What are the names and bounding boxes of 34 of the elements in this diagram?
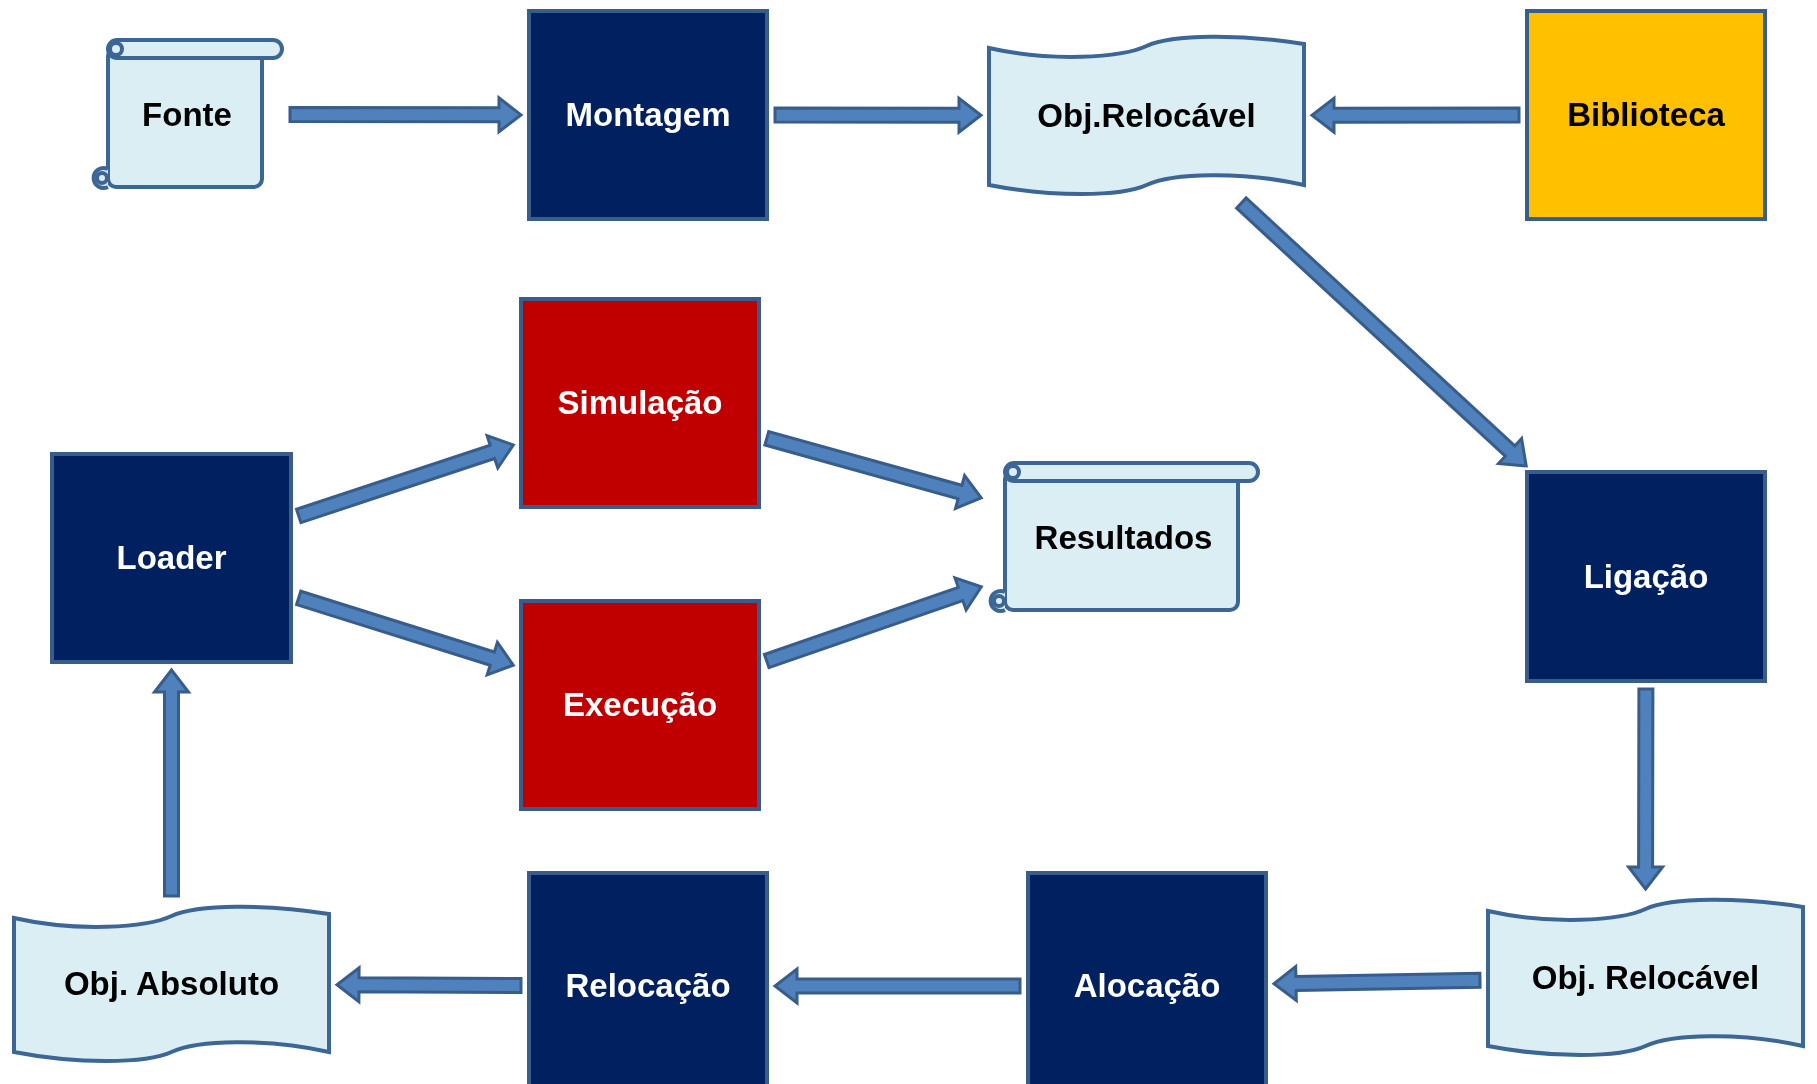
block-arrow — [772, 965, 1022, 1007]
node-label: Alocação — [1073, 966, 1221, 1007]
library-box — [1525, 9, 1767, 221]
block-arrow — [288, 94, 524, 135]
block-arrow — [773, 95, 984, 136]
process-box — [527, 871, 769, 1084]
process-box — [1026, 871, 1268, 1084]
node-label: Ligação — [1583, 556, 1709, 597]
block-arrow — [334, 964, 523, 1005]
process-box — [527, 9, 769, 221]
process-box — [519, 297, 761, 509]
block-arrow — [151, 667, 192, 898]
block-arrow — [1625, 687, 1666, 892]
block-arrow — [762, 575, 984, 670]
process-box — [519, 599, 761, 811]
node-label: Relocação — [565, 966, 731, 1007]
node-label: Loader — [116, 538, 227, 579]
node-label: Obj.Relocável — [1037, 95, 1256, 136]
block-arrow — [294, 433, 516, 525]
process-box — [1525, 470, 1767, 683]
node-label: Resultados — [1034, 517, 1213, 558]
node-label: Obj. Relocável — [1531, 957, 1760, 998]
block-arrow — [763, 429, 984, 511]
block-arrow — [1271, 963, 1482, 1004]
node-label: Execução — [562, 685, 718, 726]
node-label: Fonte — [142, 94, 232, 135]
process-box — [50, 452, 293, 664]
node-label: Simulação — [557, 383, 723, 424]
node-label: Montagem — [565, 95, 731, 136]
block-arrow — [1234, 195, 1528, 468]
block-arrow — [294, 589, 516, 678]
node-label: Biblioteca — [1567, 95, 1725, 136]
node-label: Obj. Absoluto — [63, 964, 280, 1005]
block-arrow — [1309, 95, 1521, 136]
